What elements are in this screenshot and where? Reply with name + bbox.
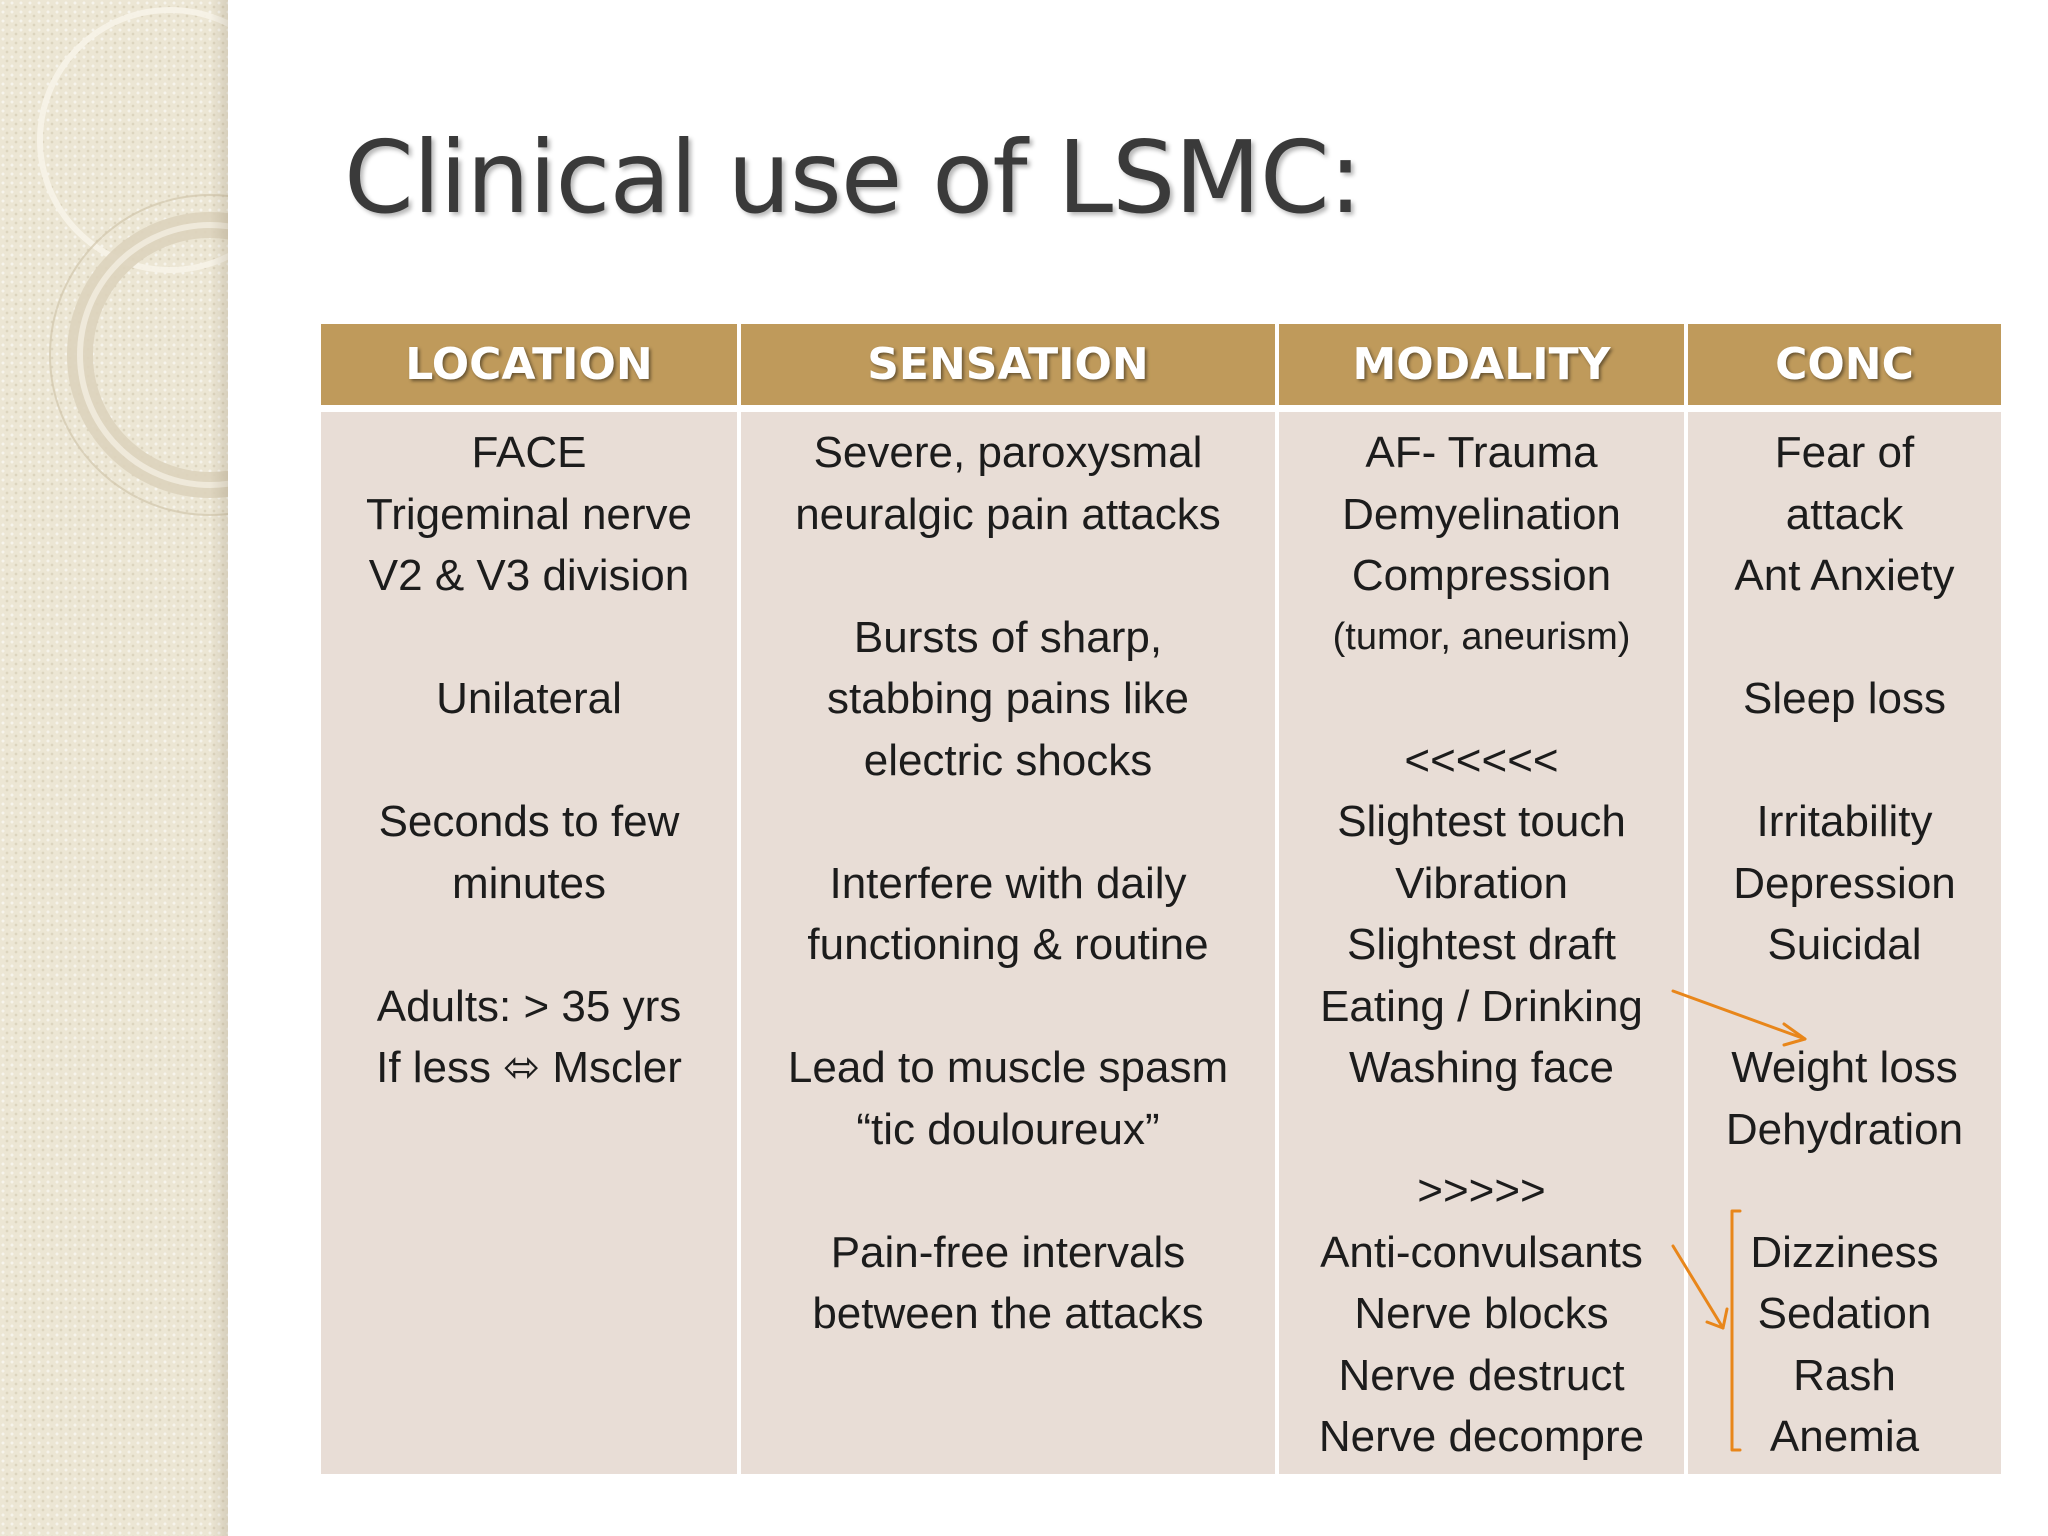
cell-line: <<<<<< xyxy=(1404,735,1559,785)
cell-line: Unilateral xyxy=(436,674,622,723)
cell-line: Dehydration xyxy=(1725,1104,1964,1154)
spacer xyxy=(1279,668,1684,730)
cell-line: Irritability xyxy=(1756,797,1933,846)
header-location: LOCATION xyxy=(321,324,737,405)
decorative-sidebar xyxy=(0,0,228,1536)
cell-line: Nerve decompre xyxy=(1318,1412,1645,1461)
spacer xyxy=(1688,730,2001,792)
cell-line: Eating / Drinking xyxy=(1320,981,1643,1031)
cell-line: Washing face xyxy=(1349,1043,1614,1092)
spacer xyxy=(741,976,1275,1038)
spacer xyxy=(1688,1160,2001,1222)
cell-line: Slightest draft xyxy=(1346,920,1617,969)
cell-line: AF- Trauma xyxy=(1365,428,1598,477)
cell-line: Nerve destruct xyxy=(1338,1350,1625,1400)
spacer xyxy=(321,607,737,669)
cell-line: Depression xyxy=(1733,858,1956,908)
cell-line: functioning & routine xyxy=(807,920,1209,969)
spacer xyxy=(741,791,1275,853)
sensation-cell: Severe, paroxysmal neuralgic pain attacks… xyxy=(741,412,1275,1474)
cell-line: electric shocks xyxy=(863,735,1153,785)
spacer xyxy=(1688,976,2001,1038)
spacer xyxy=(1688,607,2001,669)
cell-line: >>>>> xyxy=(1417,1166,1546,1215)
cell-line: Rash xyxy=(1793,1350,1896,1400)
spacer xyxy=(741,1160,1275,1222)
cell-line: Compression xyxy=(1351,551,1612,600)
cell-line: Anemia xyxy=(1769,1412,1920,1461)
spacer xyxy=(321,914,737,976)
spacer xyxy=(321,730,737,792)
cell-line: Sedation xyxy=(1757,1289,1932,1338)
cell-line: FACE xyxy=(471,428,587,477)
cell-line: stabbing pains like xyxy=(826,674,1189,723)
cell-line: Trigeminal nerve xyxy=(365,489,693,539)
cell-line: Nerve blocks xyxy=(1354,1289,1609,1338)
cell-line: Suicidal xyxy=(1767,920,1922,969)
spacer xyxy=(741,545,1275,607)
cell-line: Slightest touch xyxy=(1337,797,1626,846)
cell-line: attack xyxy=(1785,489,1904,539)
cell-line: Demyelination xyxy=(1342,489,1621,539)
cell-line: Adults: > 35 yrs xyxy=(376,981,682,1031)
cell-line: (tumor, aneurism) xyxy=(1332,615,1631,658)
cell-line: Interfere with daily xyxy=(829,858,1187,908)
cell-line: Ant Anxiety xyxy=(1734,551,1955,600)
cell-line: minutes xyxy=(451,858,607,908)
cell-line: Sleep loss xyxy=(1742,674,1946,723)
cell-line: Lead to muscle spasm xyxy=(787,1043,1229,1092)
cell-line: “tic douloureux” xyxy=(856,1104,1160,1154)
cell-line: Severe, paroxysmal xyxy=(813,428,1203,477)
header-modality: MODALITY xyxy=(1279,324,1684,405)
cell-line: between the attacks xyxy=(812,1289,1204,1338)
spacer xyxy=(1279,1099,1684,1161)
cell-line: If less ⬄ Mscler xyxy=(376,1043,682,1092)
cell-line: neuralgic pain attacks xyxy=(795,489,1221,539)
cell-line: Anti-convulsants xyxy=(1320,1227,1643,1277)
cell-line: Vibration xyxy=(1395,858,1568,908)
clinical-table: LOCATION SENSATION MODALITY CONC FACE Tri… xyxy=(321,324,2001,1474)
cell-line: Pain-free intervals xyxy=(830,1227,1186,1277)
cell-line: V2 & V3 division xyxy=(368,551,690,600)
cell-line: Dizziness xyxy=(1750,1227,1939,1277)
cell-line: Weight loss xyxy=(1731,1043,1958,1092)
slide-title: Clinical use of LSMC: xyxy=(344,119,1362,236)
header-sensation: SENSATION xyxy=(741,324,1275,405)
header-conc: CONC xyxy=(1688,324,2001,405)
cell-line: Seconds to few xyxy=(378,797,680,846)
cell-line: Bursts of sharp, xyxy=(853,612,1163,662)
cell-line: Fear of xyxy=(1774,428,1915,477)
decorative-rings xyxy=(37,7,228,516)
